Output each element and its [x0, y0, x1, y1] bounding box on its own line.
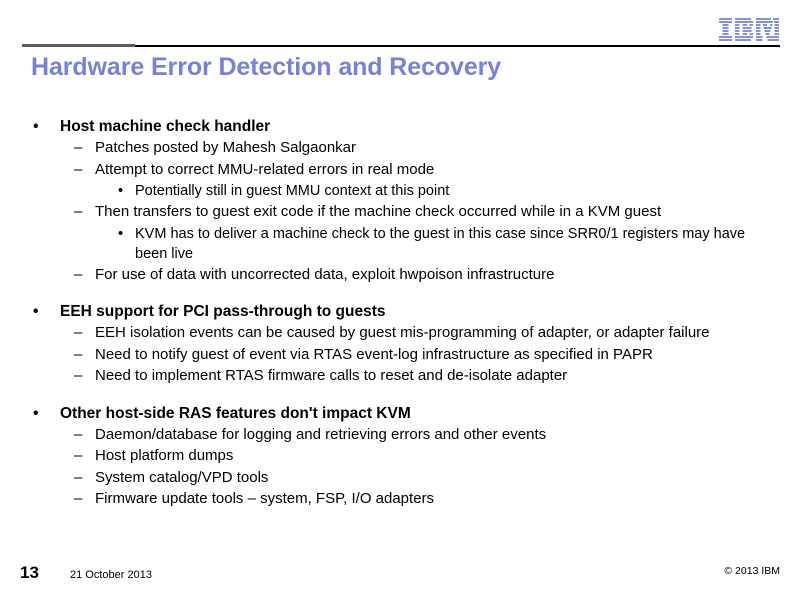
bullet-item-level-2: –EEH isolation events can be caused by g…	[26, 323, 778, 344]
bullet-text: Need to notify guest of event via RTAS e…	[95, 345, 653, 363]
bullet-item-level-2: –Firmware update tools – system, FSP, I/…	[26, 489, 778, 510]
bullet-item-level-2: –Patches posted by Mahesh Salgaonkar	[26, 138, 778, 159]
bullet-text: Host machine check handler	[60, 118, 271, 135]
bullet-marker-icon: –	[74, 160, 83, 178]
bullet-text: For use of data with uncorrected data, e…	[95, 265, 555, 283]
bullet-text: Potentially still in guest MMU context a…	[135, 183, 450, 199]
bullet-marker-icon: •	[33, 303, 39, 320]
bullet-text: System catalog/VPD tools	[95, 468, 269, 486]
footer-copyright: © 2013 IBM	[724, 565, 780, 577]
bullet-marker-icon: –	[74, 345, 83, 363]
bullet-list: •Host machine check handler–Patches post…	[26, 116, 778, 510]
bullet-marker-icon: •	[118, 183, 124, 199]
bullet-text: EEH isolation events can be caused by gu…	[95, 324, 710, 341]
bullet-item-level-2: –Host platform dumps	[26, 446, 778, 467]
slide-title: Hardware Error Detection and Recovery	[31, 53, 502, 81]
bullet-item-level-2: –Need to notify guest of event via RTAS …	[26, 345, 778, 366]
header-divider-gray-segment	[22, 44, 135, 47]
bullet-text: EEH support for PCI pass-through to gues…	[60, 303, 386, 320]
bullet-text: Firmware update tools – system, FSP, I/O…	[95, 490, 435, 507]
bullet-item-level-2: –Then transfers to guest exit code if th…	[26, 202, 778, 223]
header-divider	[22, 44, 780, 47]
bullet-item-level-2: –Daemon/database for logging and retriev…	[26, 425, 778, 446]
bullet-marker-icon: •	[33, 118, 39, 135]
footer-page-number: 13	[20, 563, 39, 582]
bullet-item-level-2: –For use of data with uncorrected data, …	[26, 265, 778, 286]
header-divider-black-segment	[135, 45, 780, 47]
bullet-marker-icon: –	[74, 468, 83, 486]
bullet-item-level-2: –System catalog/VPD tools	[26, 468, 778, 489]
bullet-marker-icon: •	[118, 225, 124, 242]
bullet-marker-icon: –	[74, 425, 83, 443]
footer-date: 21 October 2013	[70, 569, 152, 581]
bullet-text: Attempt to correct MMU-related errors in…	[95, 160, 435, 178]
bullet-text: Then transfers to guest exit code if the…	[95, 203, 662, 220]
bullet-item-level-2: –Attempt to correct MMU-related errors i…	[26, 160, 778, 181]
bullet-text: Daemon/database for logging and retrievi…	[95, 425, 547, 443]
bullet-item-level-1: • Host machine check handler	[26, 116, 778, 137]
bullet-item-level-1: • Other host-side RAS features don't impa…	[26, 403, 778, 424]
ibm-logo-icon	[718, 18, 780, 42]
bullet-text: Other host-side RAS features don't impac…	[60, 404, 411, 422]
bullet-marker-icon: –	[74, 265, 83, 283]
bullet-marker-icon: –	[74, 490, 83, 507]
bullet-marker-icon: •	[33, 404, 39, 422]
bullet-item-level-1: • EEH support for PCI pass-through to gue…	[26, 301, 778, 322]
bullet-marker-icon: –	[74, 324, 83, 341]
bullet-item-level-2: –Need to implement RTAS firmware calls t…	[26, 366, 778, 387]
bullet-text: KVM has to deliver a machine check to th…	[135, 225, 746, 262]
bullet-text: Need to implement RTAS firmware calls to…	[95, 367, 568, 384]
bullet-text: Patches posted by Mahesh Salgaonkar	[95, 139, 356, 156]
bullet-marker-icon: –	[74, 447, 83, 464]
bullet-marker-icon: –	[74, 203, 83, 220]
bullet-text: Host platform dumps	[95, 447, 234, 464]
bullet-item-level-3: • KVM has to deliver a machine check to t…	[26, 224, 778, 264]
bullet-marker-icon: –	[74, 367, 83, 384]
bullet-marker-icon: –	[74, 139, 83, 156]
bullet-item-level-3: • Potentially still in guest MMU context …	[26, 181, 778, 201]
